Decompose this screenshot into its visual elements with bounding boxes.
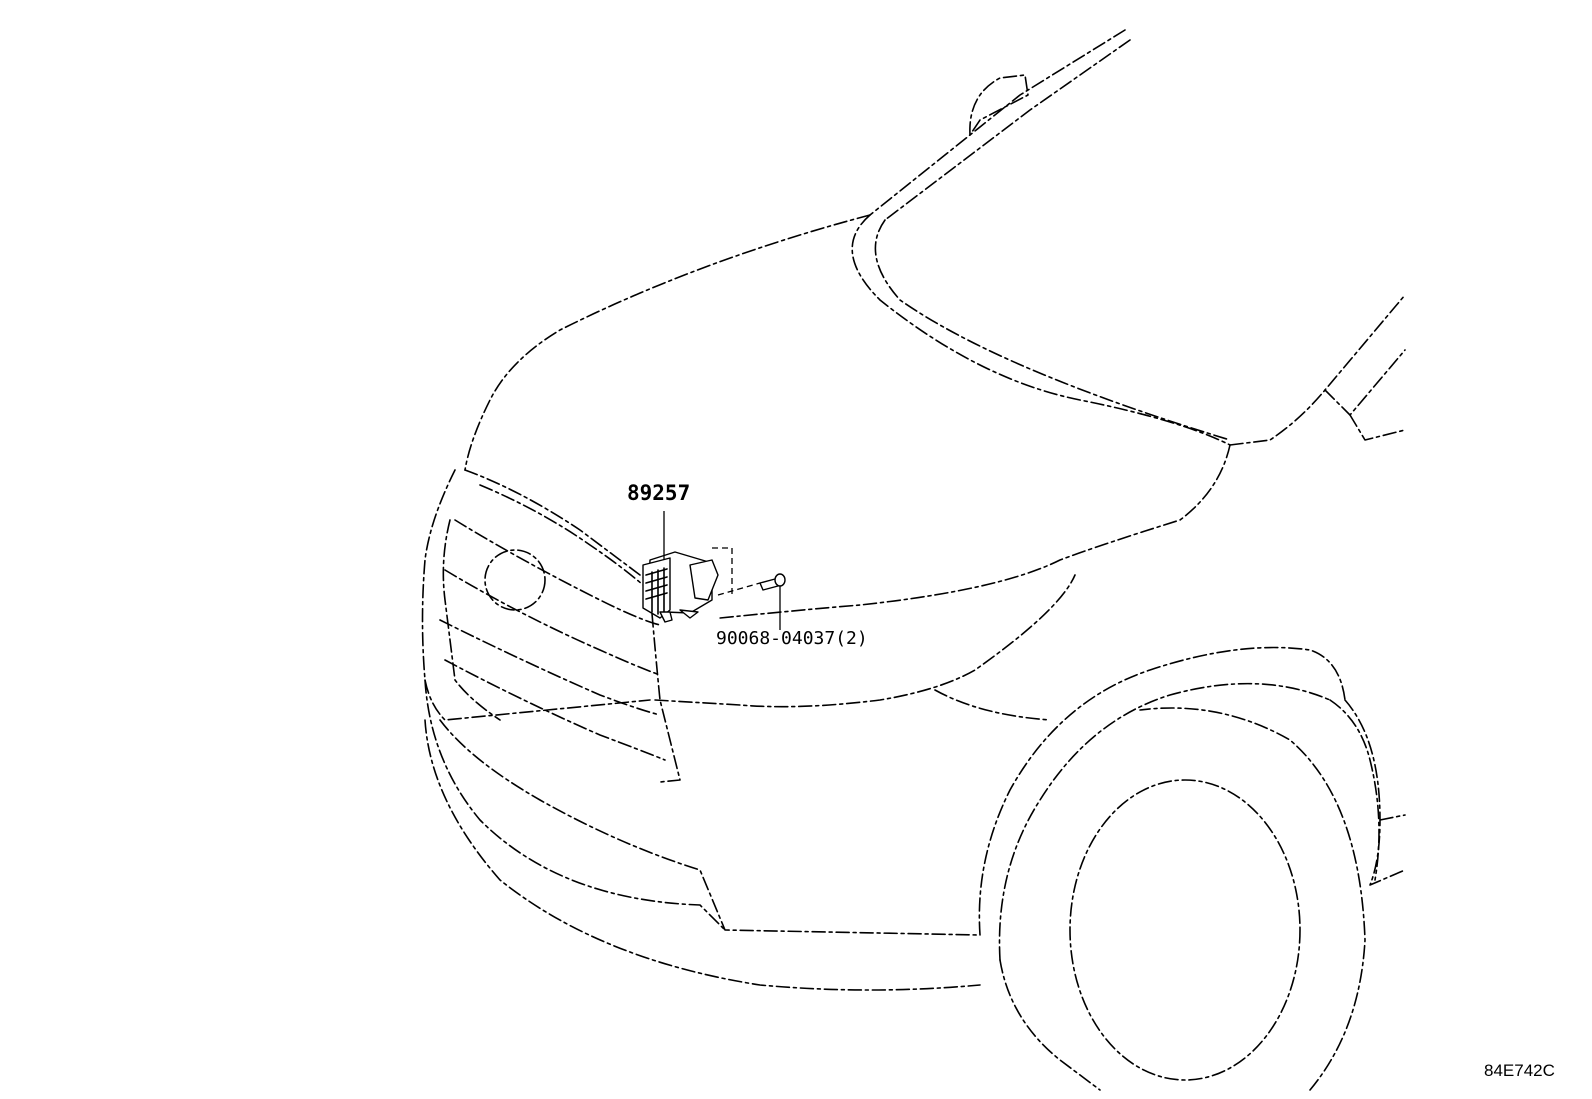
sensor-module-part [642, 547, 761, 623]
part-number-label-bolt: 90068-04037(2) [716, 628, 868, 649]
figure-reference-code: 84E742C [1484, 1061, 1555, 1080]
vehicle-outline [421, 29, 1406, 1091]
bolt-part [759, 573, 786, 591]
part-number-label-module: 89257 [627, 481, 691, 505]
